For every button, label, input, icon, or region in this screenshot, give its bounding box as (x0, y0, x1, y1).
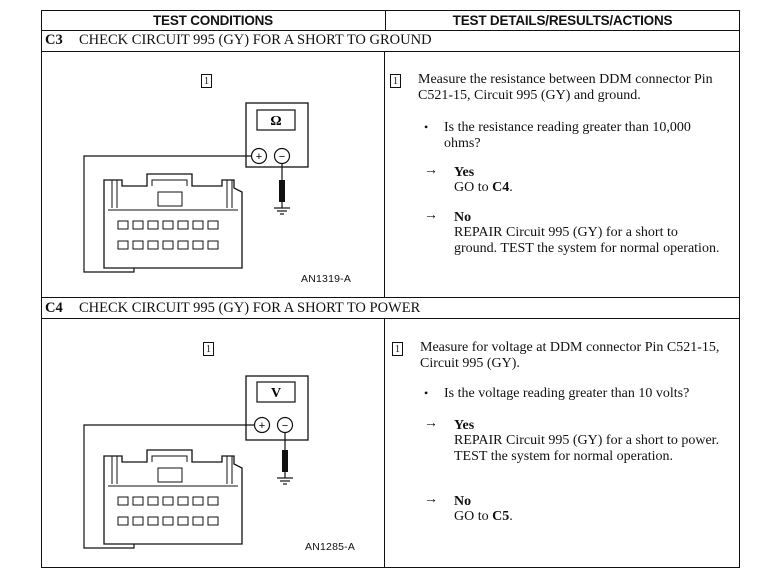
yes-label: Yes (454, 165, 475, 180)
volt-symbol-icon: V (271, 386, 281, 401)
bullet-icon: • (424, 386, 429, 400)
no-action: GO to C5. (454, 509, 513, 525)
column-divider (384, 51, 385, 297)
connector-latch (151, 179, 188, 186)
arrow-right-icon: → (424, 163, 438, 178)
connector-pin-row-lower (117, 516, 219, 526)
arrow-right-icon: → (424, 416, 438, 431)
bullet-icon: • (424, 120, 429, 134)
step-marker: 1 (392, 342, 403, 356)
yes-action: GO to C4. (454, 180, 513, 196)
section-c3-title: C3 CHECK CIRCUIT 995 (GY) FOR A SHORT TO … (45, 32, 432, 49)
arrow-right-icon: → (424, 208, 438, 223)
no-action-end: . (509, 509, 513, 524)
meter-display (256, 109, 296, 131)
step-marker: 1 (390, 74, 401, 88)
figure-id: AN1319-A (301, 273, 352, 285)
no-action: REPAIR Circuit 995 (GY) for a short to g… (454, 225, 720, 256)
arrow-right-icon: → (424, 492, 438, 507)
divider (42, 30, 739, 31)
positive-terminal-icon (253, 416, 271, 434)
connector-pin-row-upper (117, 220, 219, 230)
section-c3-code: C3 (45, 32, 63, 48)
ground-probe (279, 180, 285, 202)
voltmeter-connector-diagram: V + − (83, 375, 309, 549)
connector-pin-row-lower (117, 240, 219, 250)
meter-display (256, 381, 296, 403)
minus-sign: − (279, 151, 285, 163)
figure-id: AN1285-A (305, 541, 356, 553)
yes-action-text: GO to (454, 180, 489, 195)
yes-reference: C4 (492, 180, 510, 195)
instruction-text: Measure the resistance between DDM conne… (418, 72, 713, 103)
instruction-text: Measure for voltage at DDM connector Pin… (420, 340, 720, 371)
header-test-details: TEST DETAILS/RESULTS/ACTIONS (385, 11, 739, 31)
plus-sign: + (259, 420, 265, 432)
section-c3-title-text: CHECK CIRCUIT 995 (GY) FOR A SHORT TO GR… (79, 32, 432, 48)
yes-action-end: . (509, 180, 513, 195)
plus-sign: + (256, 151, 262, 163)
no-label: No (454, 494, 472, 509)
divider (42, 51, 739, 52)
positive-terminal-icon (250, 147, 268, 165)
question-text: Is the voltage reading greater than 10 v… (444, 386, 690, 401)
connector-latch (151, 455, 188, 462)
ohm-symbol-icon: Ω (270, 114, 281, 129)
divider (42, 318, 739, 319)
section-c4-title-text: CHECK CIRCUIT 995 (GY) FOR A SHORT TO PO… (79, 300, 421, 316)
column-divider (384, 318, 385, 567)
question-text: Is the resistance reading greater than 1… (444, 120, 691, 151)
step-marker: 1 (201, 74, 212, 88)
minus-sign: − (282, 420, 288, 432)
connector-pin-row-upper (117, 496, 219, 506)
connector-latch-window (157, 467, 183, 483)
connector-latch-window (157, 191, 183, 207)
yes-action: REPAIR Circuit 995 (GY) for a short to p… (454, 433, 720, 464)
section-c4-title: C4 CHECK CIRCUIT 995 (GY) FOR A SHORT TO … (45, 300, 420, 317)
ground-probe (282, 450, 288, 472)
no-label: No (454, 210, 472, 225)
ohmmeter-connector-diagram: Ω + − (83, 102, 309, 273)
step-marker: 1 (203, 342, 214, 356)
yes-label: Yes (454, 418, 475, 433)
divider (42, 297, 739, 298)
no-reference: C5 (492, 509, 510, 524)
procedure-table: TEST CONDITIONS TEST DETAILS/RESULTS/ACT… (41, 10, 740, 568)
no-action-text: GO to (454, 509, 489, 524)
section-c4-code: C4 (45, 300, 63, 316)
header-test-conditions: TEST CONDITIONS (152, 13, 273, 28)
